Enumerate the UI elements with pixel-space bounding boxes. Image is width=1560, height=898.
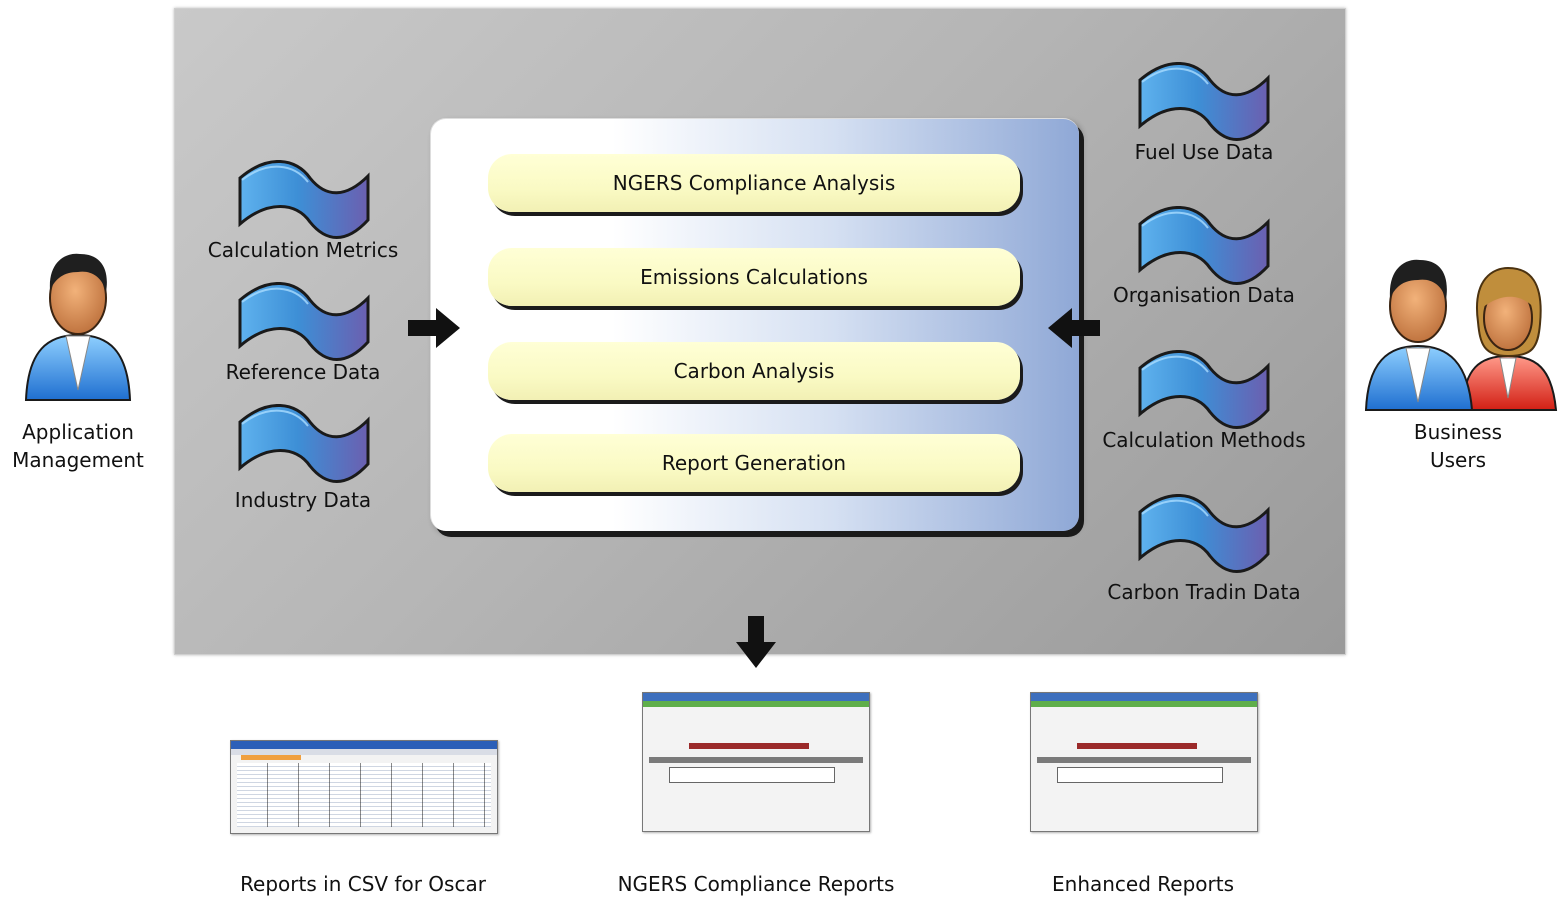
data-source-fuel-use-data: Fuel Use Data xyxy=(1134,140,1274,164)
admin-user-label-line1: Application xyxy=(22,420,134,444)
process-step-carbon-analysis: Carbon Analysis xyxy=(488,342,1020,400)
arrow-right-icon xyxy=(408,308,460,348)
output-label-ngers: NGERS Compliance Reports xyxy=(617,872,895,896)
output-label-enhanced: Enhanced Reports xyxy=(1052,872,1234,896)
data-source-calculation-methods: Calculation Methods xyxy=(1102,428,1306,452)
csv-report-thumbnail xyxy=(230,740,498,834)
process-step-emissions-calculations: Emissions Calculations xyxy=(488,248,1020,306)
admin-user-label-line2: Management xyxy=(12,448,144,472)
data-source-reference-data: Reference Data xyxy=(225,360,381,384)
process-step-report-generation: Report Generation xyxy=(488,434,1020,492)
admin-user-icon xyxy=(24,253,132,401)
admin-user-label: Application Management xyxy=(0,418,156,474)
enhanced-report-thumbnail xyxy=(1030,692,1258,832)
data-flag-icon xyxy=(234,404,374,494)
output-label-csv: Reports in CSV for Oscar xyxy=(240,872,486,896)
arrow-left-icon xyxy=(1048,308,1100,348)
data-source-carbon-tradin-data: Carbon Tradin Data xyxy=(1107,580,1301,604)
business-users-icon xyxy=(1364,259,1558,411)
business-users-label: Business Users xyxy=(1390,418,1526,474)
process-step-ngers-compliance-analysis: NGERS Compliance Analysis xyxy=(488,154,1020,212)
ngers-report-thumbnail xyxy=(642,692,870,832)
arrow-down-icon xyxy=(736,616,776,668)
data-source-calculation-metrics: Calculation Metrics xyxy=(207,238,399,262)
data-flag-icon xyxy=(1134,494,1274,584)
business-users-label-line2: Users xyxy=(1429,448,1486,472)
data-source-industry-data: Industry Data xyxy=(234,488,372,512)
business-users-label-line1: Business xyxy=(1413,420,1503,444)
data-source-organisation-data: Organisation Data xyxy=(1113,283,1295,307)
